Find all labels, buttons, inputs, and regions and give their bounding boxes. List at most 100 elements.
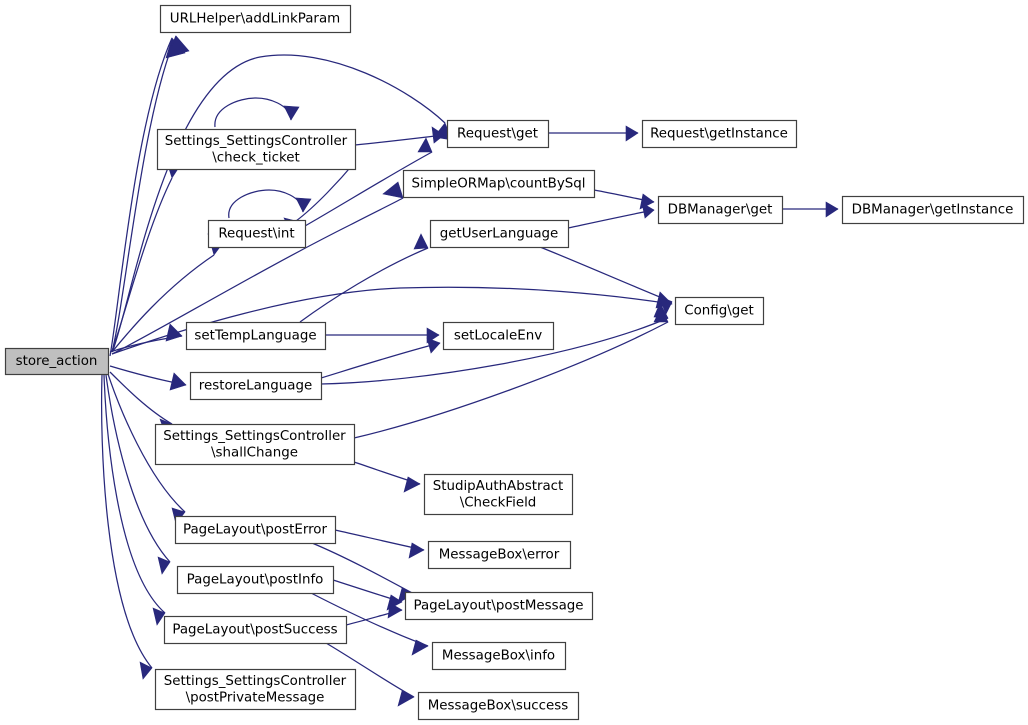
node-box[interactable]: [163, 615, 348, 645]
graph-node-messagebox_error[interactable]: MessageBox\error: [427, 540, 572, 570]
arrowhead-icon: [413, 233, 429, 250]
edge-line: [100, 374, 153, 669]
node-label: StudipAuthAbstract\CheckField: [433, 479, 564, 511]
arrowhead-icon: [426, 337, 441, 354]
call-edge-setTempLanguage-to-setLocaleEnv: [325, 327, 440, 344]
arrowhead-icon: [295, 197, 312, 213]
node-label: Settings_SettingsController\check_ticket: [165, 134, 348, 166]
node-box[interactable]: [427, 540, 572, 570]
graph-node-shallChange[interactable]: Settings_SettingsController\shallChange: [154, 423, 356, 466]
graph-node-postSuccess[interactable]: PageLayout\postSuccess: [163, 615, 348, 645]
graph-node-check_ticket[interactable]: Settings_SettingsController\check_ticket: [156, 128, 357, 171]
node-box[interactable]: [442, 321, 555, 351]
node-box[interactable]: [4, 347, 110, 376]
arrowhead-icon: [408, 542, 425, 559]
node-box[interactable]: [641, 119, 798, 149]
call-edge-postError-to-messagebox_error: [334, 529, 425, 559]
node-box[interactable]: [207, 219, 307, 249]
graph-node-postPrivateMessage[interactable]: Settings_SettingsController\postPrivateM…: [154, 668, 357, 711]
arrowhead-icon: [403, 476, 421, 493]
node-box[interactable]: [159, 4, 352, 34]
arrowhead-icon: [382, 181, 404, 199]
edge-line: [567, 209, 655, 229]
call-edge-store_action-to-postInfo: [105, 374, 171, 575]
call-edge-shallChange-to-checkField: [353, 461, 421, 493]
node-box[interactable]: [189, 371, 323, 401]
node-box[interactable]: [446, 119, 550, 149]
node-box[interactable]: [154, 423, 356, 466]
graph-node-postInfo[interactable]: PageLayout\postInfo: [176, 565, 335, 595]
node-box[interactable]: [841, 195, 1025, 225]
graph-node-store_action[interactable]: store_action: [4, 347, 110, 376]
node-label: PageLayout\postInfo: [187, 573, 324, 588]
graph-node-messagebox_success[interactable]: MessageBox\success: [417, 691, 580, 721]
edge-line: [299, 247, 429, 323]
node-box[interactable]: [174, 515, 337, 545]
edge-line: [214, 97, 292, 128]
graph-node-setTempLanguage[interactable]: setTempLanguage: [185, 321, 327, 351]
node-layer: store_action URLHelper\addLinkParamSettin…: [4, 4, 1025, 721]
arrowhead-icon: [411, 639, 429, 656]
node-label: Settings_SettingsController\postPrivateM…: [164, 674, 347, 706]
graph-node-countBySql[interactable]: SimpleORMap\countBySql: [402, 169, 596, 199]
node-box[interactable]: [156, 128, 357, 171]
node-box[interactable]: [429, 219, 570, 249]
arrowhead-icon: [417, 137, 433, 153]
call-edge-postInfo-to-messagebox_info: [310, 592, 429, 656]
node-label: MessageBox\info: [442, 649, 555, 664]
edge-line: [334, 529, 425, 551]
call-edge-store_action-to-restoreLanguage: [109, 365, 187, 391]
node-label: PageLayout\postError: [183, 523, 328, 538]
graph-node-messagebox_info[interactable]: MessageBox\info: [431, 641, 567, 671]
node-box[interactable]: [423, 473, 574, 516]
node-label: DBManager\getInstance: [852, 203, 1014, 218]
arrowhead-icon: [397, 690, 415, 707]
call-edge-store_action-to-postPrivateMessage: [100, 374, 153, 680]
node-label: PageLayout\postSuccess: [172, 623, 337, 638]
call-edge-getUserLanguage-to-dbmanager_get: [567, 202, 655, 229]
graph-node-postMessage[interactable]: PageLayout\postMessage: [404, 591, 594, 621]
node-box[interactable]: [674, 296, 765, 326]
graph-node-request_int[interactable]: Request\int: [207, 219, 307, 249]
node-box[interactable]: [417, 691, 580, 721]
call-edge-store_action-to-setTempLanguage: [109, 323, 183, 353]
node-label: Config\get: [684, 304, 753, 319]
graph-node-config_get[interactable]: Config\get: [674, 296, 765, 326]
graph-node-dbmanager_get[interactable]: DBManager\get: [657, 195, 784, 225]
call-edge-check_ticket-to-check_ticket: [214, 97, 300, 128]
node-box[interactable]: [404, 591, 594, 621]
node-label: Request\int: [218, 227, 294, 242]
call-edge-store_action-to-postSuccess: [103, 374, 166, 626]
graph-node-restoreLanguage[interactable]: restoreLanguage: [189, 371, 323, 401]
graph-node-request_get[interactable]: Request\get: [446, 119, 550, 149]
edge-line: [103, 374, 166, 614]
node-label: Request\get: [457, 127, 538, 142]
arrowhead-icon: [169, 35, 190, 57]
node-label: PageLayout\postMessage: [413, 599, 583, 614]
graph-node-request_getInstance[interactable]: Request\getInstance: [641, 119, 798, 149]
node-box[interactable]: [402, 169, 596, 199]
node-label: setTempLanguage: [194, 329, 316, 344]
graph-node-checkField[interactable]: StudipAuthAbstract\CheckField: [423, 473, 574, 516]
graph-node-getUserLanguage[interactable]: getUserLanguage: [429, 219, 570, 249]
arrowhead-icon: [139, 661, 153, 680]
graph-node-postError[interactable]: PageLayout\postError: [174, 515, 337, 545]
graph-node-addLinkParam[interactable]: URLHelper\addLinkParam: [159, 4, 352, 34]
call-edge-setTempLanguage-to-getUserLanguage: [299, 233, 429, 323]
call-edge-store_action-to-addLinkParam: [109, 37, 186, 357]
graph-node-setLocaleEnv[interactable]: setLocaleEnv: [442, 321, 555, 351]
node-box[interactable]: [185, 321, 327, 351]
edge-line: [111, 177, 173, 352]
call-edge-request_get-to-request_getInstance: [548, 125, 639, 142]
node-box[interactable]: [657, 195, 784, 225]
node-box[interactable]: [176, 565, 335, 595]
node-box[interactable]: [154, 668, 357, 711]
edge-line: [109, 37, 173, 357]
edge-line: [111, 254, 215, 353]
call-edge-postSuccess-to-postMessage: [345, 602, 403, 626]
graph-node-dbmanager_getInst[interactable]: DBManager\getInstance: [841, 195, 1025, 225]
arrowhead-icon: [641, 202, 655, 219]
edge-line: [105, 374, 171, 563]
node-box[interactable]: [431, 641, 567, 671]
